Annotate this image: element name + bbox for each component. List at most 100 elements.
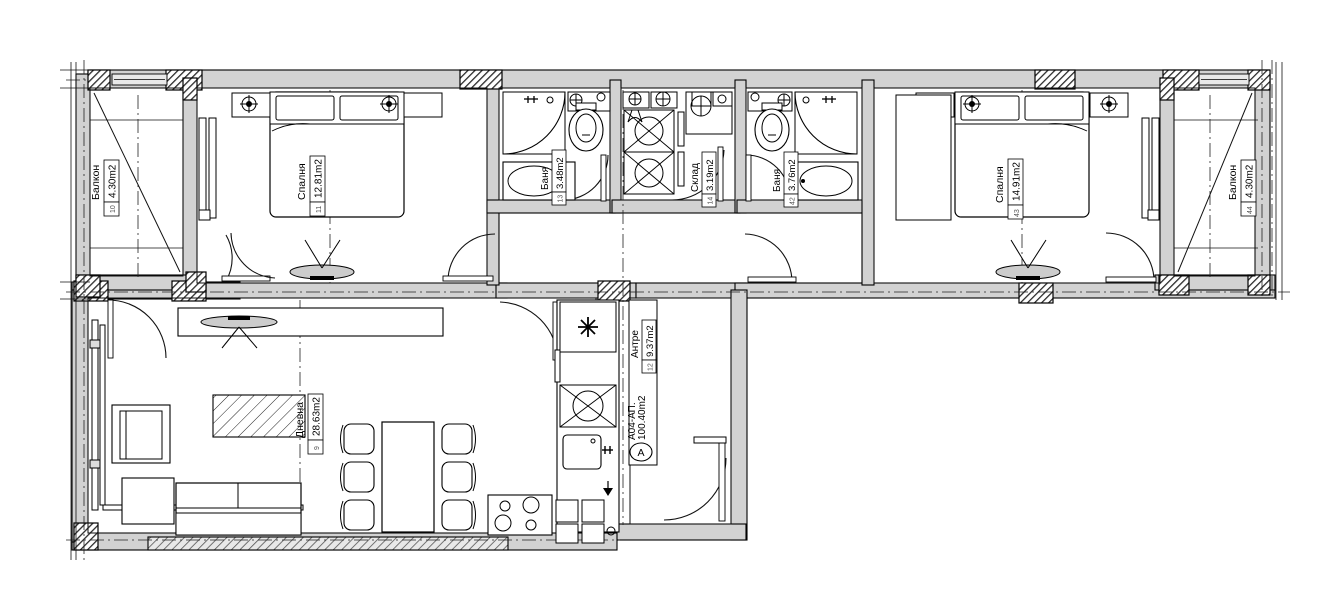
bath-right-fixtures — [747, 91, 859, 201]
label-bedroom-left-numbox — [309, 201, 326, 217]
dining-chairs-right — [441, 423, 476, 531]
apartment-marker: A — [629, 442, 653, 462]
apartment-label: A04-АП. 100.40m2 — [627, 395, 648, 440]
door-panel-bathright-inner[interactable] — [745, 154, 752, 202]
apartment-code-text: A04-АП. — [627, 402, 638, 440]
door-panel-main-entrance[interactable] — [718, 436, 726, 522]
apartment-marker-letter: A — [637, 447, 644, 459]
wall-storage-bottom — [611, 199, 741, 214]
kitchen-sink-drain — [590, 438, 596, 444]
label-bath-right-area: 3.76m2 — [787, 159, 798, 191]
balcony-left-slider-1[interactable] — [198, 117, 207, 211]
chair-back-r3 — [472, 500, 476, 530]
washer-x2b — [623, 151, 675, 195]
chair-icon-l1 — [343, 423, 375, 455]
base-unit-1 — [555, 499, 579, 523]
burner-1 — [499, 500, 511, 512]
living-glazing-group[interactable] — [89, 319, 106, 511]
door-panel-living-entry[interactable] — [107, 299, 114, 359]
living-glazing-2[interactable] — [99, 324, 106, 506]
apartment-area-text: 100.40m2 — [637, 395, 648, 440]
apartment-marker-circle — [629, 442, 653, 462]
door-panel-bedroom-right-2[interactable] — [1105, 276, 1157, 283]
wall-mid-center — [635, 282, 747, 299]
door-swing-living-entry[interactable] — [107, 299, 167, 359]
wardrobe-icon-right — [895, 94, 952, 221]
burner-4 — [525, 519, 537, 531]
wall-left-outer — [71, 289, 89, 543]
label-living-name: Дневна — [294, 402, 306, 438]
column-top-3 — [1034, 69, 1076, 90]
label-storage-area: 3.19m2 — [705, 159, 716, 191]
door-swing-bath-left[interactable] — [447, 233, 496, 282]
door-panel-bedroom-right[interactable] — [747, 276, 797, 283]
label-living-numbox — [307, 439, 324, 455]
kitchen-arrow-icon — [603, 481, 613, 496]
living-furniture — [111, 307, 476, 536]
label-storage-numbox — [701, 193, 717, 208]
burner-2 — [522, 496, 540, 514]
balcony-left-slider-2[interactable] — [208, 117, 217, 219]
ceiling-fixture-icon-living — [200, 315, 278, 349]
burner-3 — [494, 514, 512, 532]
fridge-snowflake-icon — [578, 317, 598, 337]
wall-balcony-left-partition — [182, 77, 198, 289]
room-outline-balcony-left — [89, 87, 184, 277]
column-layer — [73, 69, 1271, 551]
door-panel-storage[interactable] — [717, 146, 724, 202]
label-living-area: 28.63m2 — [312, 397, 323, 436]
dining-table-icon — [381, 421, 435, 533]
label-bath-right-name: Баня — [772, 169, 783, 192]
chair-back-l1 — [340, 424, 344, 454]
living-glazing-1[interactable] — [91, 319, 99, 511]
label-bedroom-right-numbox — [1007, 204, 1024, 220]
chair-back-l3 — [340, 500, 344, 530]
door-swing-bedroom-left-2[interactable] — [230, 232, 276, 279]
label-balcony-right-numbox — [1240, 201, 1257, 217]
meter-icon-3 — [717, 94, 727, 104]
storage-shelf-2 — [677, 151, 685, 187]
armchair-icon-2 — [121, 477, 175, 525]
washer-x1b — [623, 109, 675, 153]
toilet-icon-left — [568, 102, 604, 152]
nightstand-left-2 — [403, 92, 443, 118]
label-balcony-right-name: Балкон — [1227, 165, 1239, 200]
lamp-icon-right-2 — [1100, 95, 1118, 113]
kitchen-fixtures — [487, 299, 620, 544]
door-swing-bedroom-right-2[interactable] — [1105, 232, 1155, 282]
wall-mid-living-top — [184, 282, 508, 299]
column-top-4b — [1159, 77, 1175, 101]
label-balcony-left-numbox — [103, 201, 120, 217]
wall-bottom-right-lower — [609, 523, 747, 541]
label-bath-left-name: Баня — [540, 167, 551, 190]
label-hall: Антре 9.37m2 12 — [630, 319, 657, 374]
bathtub-drain-right — [801, 179, 805, 183]
label-hall-numbox — [641, 359, 657, 374]
door-layer[interactable] — [107, 146, 1157, 522]
column-top-2 — [459, 69, 503, 90]
balcony-right-slider-1[interactable] — [1141, 117, 1150, 219]
balcony-right-slider-stop — [1147, 209, 1160, 221]
door-swing-bedroom-right[interactable] — [744, 233, 793, 283]
balcony-right-slider-2[interactable] — [1151, 117, 1160, 211]
balcony-right-door-group[interactable] — [1141, 117, 1160, 221]
label-bedroom-right: Спалня 14.91m2 43 — [994, 158, 1024, 220]
chair-back-r1 — [472, 424, 476, 454]
wall-storage-bathR-partition — [734, 79, 747, 214]
label-balcony-left-area: 4.30m2 — [108, 164, 119, 198]
column-br-right — [1247, 274, 1271, 296]
door-panel-bedroom-left[interactable] — [221, 275, 271, 282]
label-bedroom-left-name: Спалня — [296, 163, 308, 200]
column-top-1b — [182, 77, 198, 101]
label-storage-name: Склад — [690, 163, 701, 192]
door-panel-bath-left[interactable] — [442, 275, 494, 282]
balcony-left-door-group[interactable] — [198, 117, 217, 221]
label-bath-left-number: 13 — [558, 195, 565, 203]
living-glazing-mullion-2 — [89, 459, 101, 469]
door-panel-bathleft-inner[interactable] — [600, 154, 607, 202]
label-balcony-left-name: Балкон — [90, 165, 102, 200]
column-left-mid — [75, 274, 101, 298]
bath-left-detail — [596, 92, 606, 102]
label-bath-right-number: 42 — [790, 197, 797, 205]
